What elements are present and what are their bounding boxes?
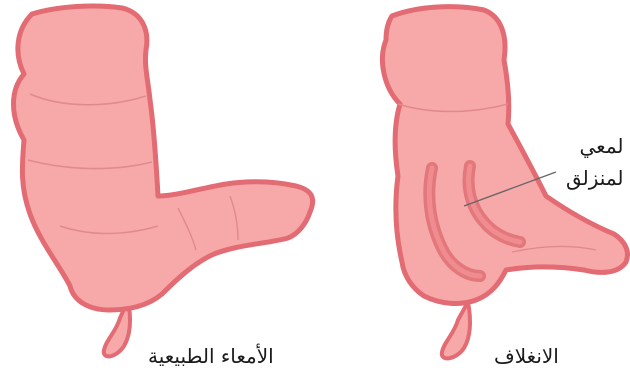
callout-label: لمعي لمنزلق: [566, 130, 624, 194]
normal-colon-illustration: [14, 6, 313, 356]
label-intussusception: الانغلاف: [494, 344, 559, 368]
colon-body-left: [14, 6, 313, 310]
appendix-right: [442, 302, 470, 358]
callout-line-2: لمنزلق: [566, 162, 624, 194]
label-normal-bowel: الأمعاء الطبيعية: [148, 344, 274, 368]
callout-line-1: لمعي: [566, 130, 624, 162]
